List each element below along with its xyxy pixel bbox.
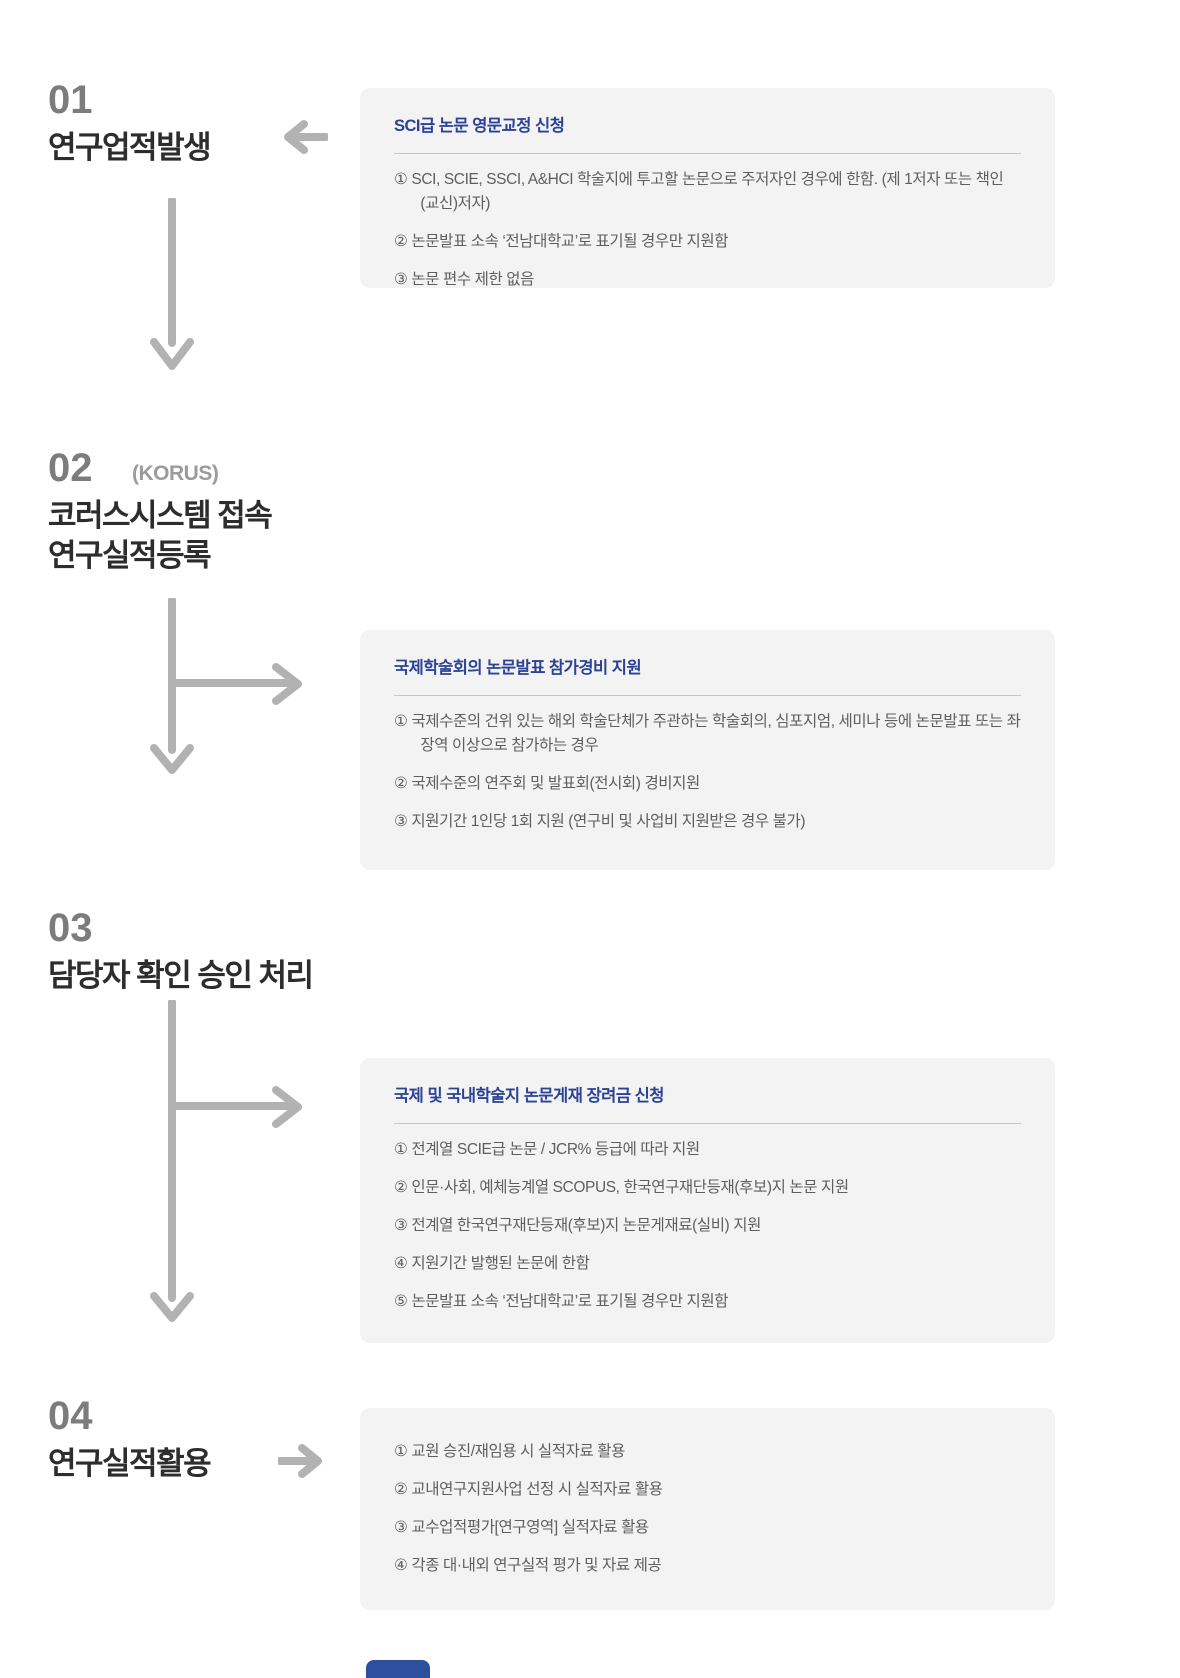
info-box-sci-editing: SCI급 논문 영문교정 신청 ① SCI, SCIE, SSCI, A&HCI… xyxy=(360,88,1055,288)
step-title: 연구업적발생 xyxy=(48,128,212,168)
box-item-list: ① 교원 승진/재임용 시 실적자료 활용 ② 교내연구지원사업 선정 시 실적자… xyxy=(394,1440,1021,1578)
branch-arrow-down-right-icon xyxy=(142,598,317,783)
step-title: 담당자 확인 승인 처리 xyxy=(48,956,314,996)
arrow-left-icon xyxy=(278,120,328,154)
step-04-group: 04 연구실적활용 xyxy=(48,1394,212,1484)
arrow-down-icon xyxy=(150,198,194,373)
box-item: ⑤ 논문발표 소속 ‘전남대학교’로 표기될 경우만 지원함 xyxy=(394,1293,729,1310)
box-item: ① SCI, SCIE, SSCI, A&HCI 학술지에 투고할 논문으로 주… xyxy=(394,171,1004,212)
step-title-line: 코러스시스템 접속 xyxy=(48,498,273,533)
box-title: 국제 및 국내학술지 논문게재 장려금 신청 xyxy=(394,1087,664,1105)
step-number: 02 xyxy=(48,446,93,490)
box-divider xyxy=(394,1123,1021,1124)
box-item-list: ① 국제수준의 건위 있는 해외 학술단체가 주관하는 학술회의, 심포지엄, … xyxy=(394,710,1021,834)
step-title-line: 연구업적발생 xyxy=(48,130,212,165)
box-item: ② 논문발표 소속 ‘전남대학교’로 표기될 경우만 지원함 xyxy=(394,233,729,250)
box-item: ② 교내연구지원사업 선정 시 실적자료 활용 xyxy=(394,1481,663,1498)
box-divider xyxy=(394,695,1021,696)
box-item: ① 전계열 SCIE급 논문 / JCR% 등급에 따라 지원 xyxy=(394,1141,700,1158)
step-badge-korus: (KORUS) xyxy=(132,462,219,485)
step-title-line: 연구실적활용 xyxy=(48,1446,212,1481)
step-number: 03 xyxy=(48,906,93,950)
box-item: ④ 각종 대·내외 연구실적 평가 및 자료 제공 xyxy=(394,1557,662,1574)
box-item: ② 국제수준의 연주회 및 발표회(전시회) 경비지원 xyxy=(394,775,700,792)
box-item: ② 인문·사회, 예체능계열 SCOPUS, 한국연구재단등재(후보)지 논문 … xyxy=(394,1179,849,1196)
step-title-line: 연구실적등록 xyxy=(48,538,212,573)
box-item-list: ① 전계열 SCIE급 논문 / JCR% 등급에 따라 지원 ② 인문·사회, … xyxy=(394,1138,1021,1314)
box-item: ① 교원 승진/재임용 시 실적자료 활용 xyxy=(394,1443,625,1460)
step-title-line: 담당자 확인 승인 처리 xyxy=(48,958,314,993)
info-box-result-utilization: ① 교원 승진/재임용 시 실적자료 활용 ② 교내연구지원사업 선정 시 실적자… xyxy=(360,1408,1055,1610)
step-number: 01 xyxy=(48,78,93,122)
box-item: ④ 지원기간 발행된 논문에 한함 xyxy=(394,1255,590,1272)
box-item: ③ 전계열 한국연구재단등재(후보)지 논문게재료(실비) 지원 xyxy=(394,1217,761,1234)
info-box-conference-support: 국제학술회의 논문발표 참가경비 지원 ① 국제수준의 건위 있는 해외 학술단… xyxy=(360,630,1055,870)
box-item: ③ 지원기간 1인당 1회 지원 (연구비 및 사업비 지원받은 경우 불가) xyxy=(394,813,806,830)
arrow-right-icon xyxy=(278,1444,328,1478)
partial-next-section xyxy=(366,1660,430,1678)
box-item: ③ 교수업적평가[연구영역] 실적자료 활용 xyxy=(394,1519,649,1536)
box-title: 국제학술회의 논문발표 참가경비 지원 xyxy=(394,659,642,677)
step-03-group: 03 담당자 확인 승인 처리 xyxy=(48,906,314,996)
box-divider xyxy=(394,153,1021,154)
step-01-group: 01 연구업적발생 xyxy=(48,78,212,168)
info-box-publication-incentive: 국제 및 국내학술지 논문게재 장려금 신청 ① 전계열 SCIE급 논문 / … xyxy=(360,1058,1055,1343)
step-number: 04 xyxy=(48,1394,93,1438)
box-item: ③ 논문 편수 제한 없음 xyxy=(394,271,535,288)
box-item-list: ① SCI, SCIE, SSCI, A&HCI 학술지에 투고할 논문으로 주… xyxy=(394,168,1021,292)
branch-arrow-down-right-icon xyxy=(142,1000,317,1330)
step-title: 연구실적활용 xyxy=(48,1444,212,1484)
box-title: SCI급 논문 영문교정 신청 xyxy=(394,117,565,135)
box-item: ① 국제수준의 건위 있는 해외 학술단체가 주관하는 학술회의, 심포지엄, … xyxy=(394,713,1021,754)
